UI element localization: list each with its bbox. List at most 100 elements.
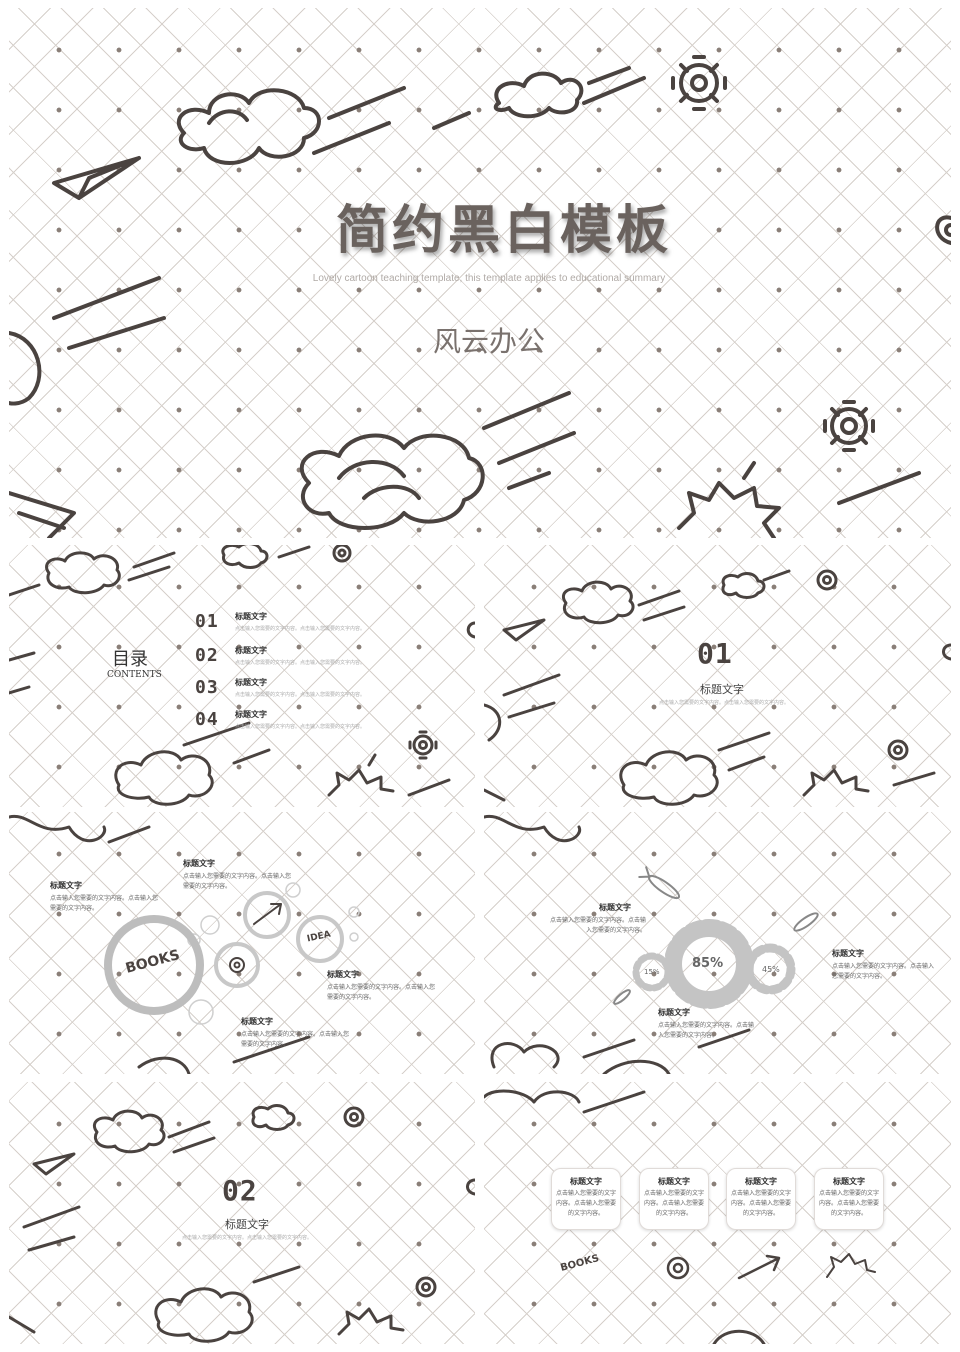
eye-gear-icon — [823, 400, 875, 452]
section-title: 标题文字 — [225, 1218, 269, 1231]
bubble-desc: 点击输入您需要的文字内容。点击输入您需要的文字内容。 — [327, 984, 436, 1001]
idea-burst-icon — [802, 768, 870, 797]
toc-heading: 目录 — [112, 649, 148, 670]
bubble-title: 标题文字 — [241, 1017, 273, 1026]
rocket-icon — [793, 912, 819, 932]
gear-percent-left: 15% — [644, 968, 660, 976]
card-title: 标题文字 — [570, 1177, 602, 1186]
toc-item-title: 标题文字 — [235, 646, 267, 655]
bubble-title: 标题文字 — [327, 970, 359, 979]
info-card[interactable]: 标题文字 点击输入您需要的文字内容。点击输入您需要的文字内容。 — [726, 1168, 796, 1230]
cloud-icon — [493, 71, 584, 119]
cover-title: 简约黑白模板 — [335, 201, 672, 261]
cloud-icon — [619, 750, 719, 806]
toc-item-title: 标题文字 — [235, 710, 267, 719]
info-card[interactable]: 标题文字 点击输入您需要的文字内容。点击输入您需要的文字内容。 — [639, 1168, 709, 1230]
gear-icon — [744, 943, 796, 995]
cloud-icon — [299, 433, 485, 530]
bubble-desc: 点击输入您需要的文字内容。点击输入您需要的文字内容。 — [183, 873, 292, 890]
toc-item[interactable]: 01 — [195, 611, 219, 632]
eye-gear-icon — [935, 215, 951, 245]
arrow-icon — [253, 903, 282, 925]
section-title: 标题文字 — [700, 683, 744, 696]
toc-item-title: 标题文字 — [235, 678, 267, 687]
section-number: 01 — [697, 637, 733, 670]
info-card[interactable]: 标题文字 点击输入您需要的文字内容。点击输入您需要的文字内容。 — [551, 1168, 621, 1230]
paper-plane-icon — [52, 156, 141, 200]
paper-plane-icon — [32, 1152, 76, 1176]
card-desc: 点击输入您需要的文字内容。点击输入您需要的文字内容。 — [731, 1190, 792, 1217]
cloud-icon — [251, 1104, 296, 1131]
toc-doodles — [9, 545, 475, 806]
toc-number: 01 — [195, 611, 219, 632]
gear-title: 标题文字 — [658, 1008, 690, 1017]
toc-item[interactable]: 04 — [195, 709, 219, 730]
section-desc: 点击输入您需要的文字内容。点击输入您需要的文字内容。 — [658, 700, 789, 706]
card-title: 标题文字 — [745, 1177, 777, 1186]
card-desc: 点击输入您需要的文字内容。点击输入您需要的文字内容。 — [644, 1190, 705, 1217]
section-doodles — [484, 569, 951, 806]
cloud-icon — [154, 1287, 254, 1343]
toc-slide[interactable]: 目录 CONTENTS 01 标题文字 点击输入您需要的文字内容。点击输入您需要… — [9, 545, 475, 807]
card-desc: 点击输入您需要的文字内容。点击输入您需要的文字内容。 — [556, 1190, 617, 1217]
toc-number: 04 — [195, 709, 219, 730]
toc-heading-en: CONTENTS — [107, 670, 162, 680]
eye-gear-icon — [229, 957, 245, 973]
gear-percent-right: 45% — [762, 965, 780, 974]
toc-item-desc: 点击输入您需要的文字内容。点击输入您需要的文字内容。 — [235, 626, 366, 632]
gear-desc: 点击输入您需要的文字内容。点击输入您需要的文字内容。 — [832, 963, 935, 980]
toc-item[interactable]: 02 — [195, 645, 219, 666]
cover-subtitle: Lovely cartoon teaching template, this t… — [312, 273, 666, 284]
gear-doodles — [484, 814, 819, 1074]
eye-gear-icon — [408, 730, 438, 760]
cloud-icon — [721, 572, 766, 599]
toc-item-desc: 点击输入您需要的文字内容。点击输入您需要的文字内容。 — [235, 692, 366, 698]
gear-icon — [632, 952, 672, 992]
section-desc: 点击输入您需要的文字内容。点击输入您需要的文字内容。 — [181, 1235, 312, 1241]
eye-gear-icon — [415, 1276, 437, 1298]
section-01-slide[interactable]: 01 标题文字 点击输入您需要的文字内容。点击输入您需要的文字内容。 — [484, 545, 951, 807]
section-02-slide[interactable]: 02 标题文字 点击输入您需要的文字内容。点击输入您需要的文字内容。 — [9, 1082, 475, 1344]
cards-slide[interactable]: BOOKS 标题文字 点击输入您需要的文字内容。点击输入您需要的文字内容。 标题… — [484, 1082, 951, 1344]
gear-desc: 点击输入您需要的文字内容。点击输入您需要的文字内容。 — [549, 917, 646, 934]
idea-burst-icon — [826, 1253, 876, 1278]
info-card[interactable]: 标题文字 点击输入您需要的文字内容。点击输入您需要的文字内容。 — [814, 1168, 884, 1230]
toc-number: 03 — [195, 677, 219, 698]
eye-gear-icon — [816, 569, 838, 591]
bubble-desc: 点击输入您需要的文字内容。点击输入您需要的文字内容。 — [241, 1031, 350, 1048]
bubble-desc: 点击输入您需要的文字内容。点击输入您需要的文字内容。 — [50, 895, 159, 912]
idea-burst-icon — [337, 1307, 405, 1336]
cloud-icon — [176, 88, 321, 165]
toc-item-title: 标题文字 — [235, 612, 267, 621]
rocket-icon — [613, 989, 631, 1005]
card-title: 标题文字 — [658, 1177, 690, 1186]
toc-item-desc: 点击输入您需要的文字内容。点击输入您需要的文字内容。 — [235, 724, 366, 730]
cloud-icon — [221, 545, 269, 569]
gear-percent-main: 85% — [692, 956, 724, 971]
idea-burst-icon — [327, 753, 395, 797]
section-doodles — [9, 1104, 475, 1343]
bubble-title: 标题文字 — [183, 859, 215, 868]
company-name: 风云办公 — [432, 325, 545, 358]
cloud-icon — [45, 551, 121, 595]
idea-burst-icon — [677, 461, 781, 538]
gear-desc: 点击输入您需要的文字内容。点击输入您需要的文字内容。 — [658, 1022, 755, 1039]
paper-plane-icon — [502, 618, 546, 642]
cloud-icon — [92, 1109, 166, 1154]
cover-slide[interactable]: 简约黑白模板 Lovely cartoon teaching template,… — [9, 8, 951, 538]
gears-slide[interactable]: 85% 15% 45% 标题文字 点击输入您需要的文字内容。点击输入您需要的文字… — [484, 812, 951, 1074]
eye-gear-icon — [671, 55, 727, 111]
toc-item-desc: 点击输入您需要的文字内容。点击输入您需要的文字内容。 — [235, 660, 366, 666]
toc-number: 02 — [195, 645, 219, 666]
bubbles-slide[interactable]: BOOKS IDEA 标题文字 点击输入您需要的文字内容。点击输入您需要的文字内… — [9, 812, 475, 1074]
gear-title: 标题文字 — [599, 903, 631, 912]
eye-gear-icon — [666, 1256, 690, 1280]
section-number: 02 — [222, 1174, 258, 1207]
bubble-title: 标题文字 — [50, 881, 82, 890]
gear-title: 标题文字 — [832, 949, 864, 958]
bubble-doodles — [9, 814, 360, 1074]
cloud-icon — [561, 580, 635, 625]
toc-item[interactable]: 03 — [195, 677, 219, 698]
cover-doodles — [9, 55, 951, 538]
eye-gear-icon — [332, 545, 352, 563]
